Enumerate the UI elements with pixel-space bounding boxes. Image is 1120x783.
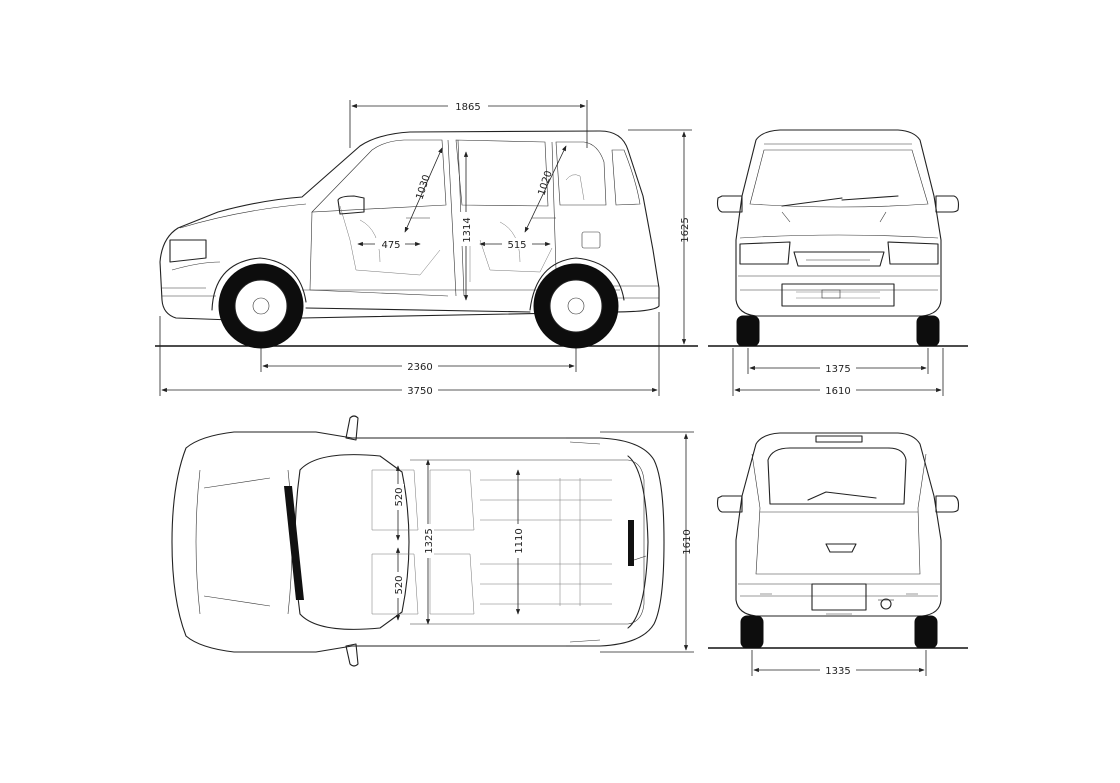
top-left-mirror [345, 415, 359, 441]
front-right-mirror [935, 195, 960, 213]
rear-legroom-label: 515 [507, 240, 526, 251]
rear-headroom-label: 1020 [536, 169, 554, 197]
front-overall-width-dimension: 1610 [732, 348, 944, 397]
front-seat-width-dimension: 520 [392, 465, 405, 541]
overall-length-label: 3750 [407, 386, 432, 397]
front-legroom-dimension: 475 [357, 238, 421, 251]
front-track-label: 1375 [825, 364, 850, 375]
side-rear-wheel [533, 263, 619, 349]
rear-seat-width-dimension: 520 [392, 547, 405, 621]
wheelbase-dimension: 2360 [260, 348, 577, 373]
front-right-tire [916, 315, 940, 347]
shoulder-width-label: 1325 [424, 528, 435, 553]
top-right-mirror [345, 643, 359, 667]
side-view-body [159, 130, 660, 322]
rear-view: 1335 [708, 432, 968, 677]
cargo-width-label: 1110 [514, 528, 525, 553]
rear-left-mirror [716, 495, 743, 513]
overall-height-dimension: 1625 [628, 129, 692, 345]
top-view-body [171, 431, 665, 653]
front-seat-width-label: 520 [394, 487, 405, 506]
rear-track-label: 1335 [825, 666, 850, 677]
overall-length-dimension: 3750 [159, 312, 660, 397]
top-overall-width-dimension: 1610 [600, 431, 694, 653]
front-left-mirror [716, 195, 743, 213]
shoulder-width-dimension: 1325 [422, 459, 435, 625]
front-track-dimension: 1375 [747, 348, 929, 375]
front-view: 1375 1610 [708, 129, 968, 397]
rear-seat-width-label: 520 [394, 575, 405, 594]
rear-left-tire [740, 615, 764, 649]
front-overall-width-label: 1610 [825, 386, 850, 397]
rear-legroom-dimension: 515 [479, 238, 551, 251]
center-height-dimension: 1314 [460, 151, 473, 301]
front-left-tire [736, 315, 760, 347]
side-front-wheel [218, 263, 304, 349]
rear-right-tire [914, 615, 938, 649]
roof-length-dimension: 1865 [349, 100, 588, 148]
roof-length-label: 1865 [455, 102, 480, 113]
front-headroom-label: 1030 [414, 173, 432, 201]
side-view: 1865 1030 1020 475 1314 515 [155, 100, 698, 397]
rear-right-mirror [935, 495, 960, 513]
wheelbase-label: 2360 [407, 362, 432, 373]
front-view-body [735, 129, 942, 317]
rear-view-body [735, 432, 942, 617]
front-legroom-label: 475 [381, 240, 400, 251]
front-headroom-dimension: 1030 [404, 147, 443, 233]
center-height-label: 1314 [462, 217, 473, 242]
overall-height-label: 1625 [680, 217, 691, 242]
cargo-width-dimension: 1110 [512, 469, 525, 615]
rear-track-dimension: 1335 [751, 650, 927, 677]
top-view: 520 520 1325 1110 1610 [171, 415, 694, 667]
top-overall-width-label: 1610 [682, 529, 693, 554]
